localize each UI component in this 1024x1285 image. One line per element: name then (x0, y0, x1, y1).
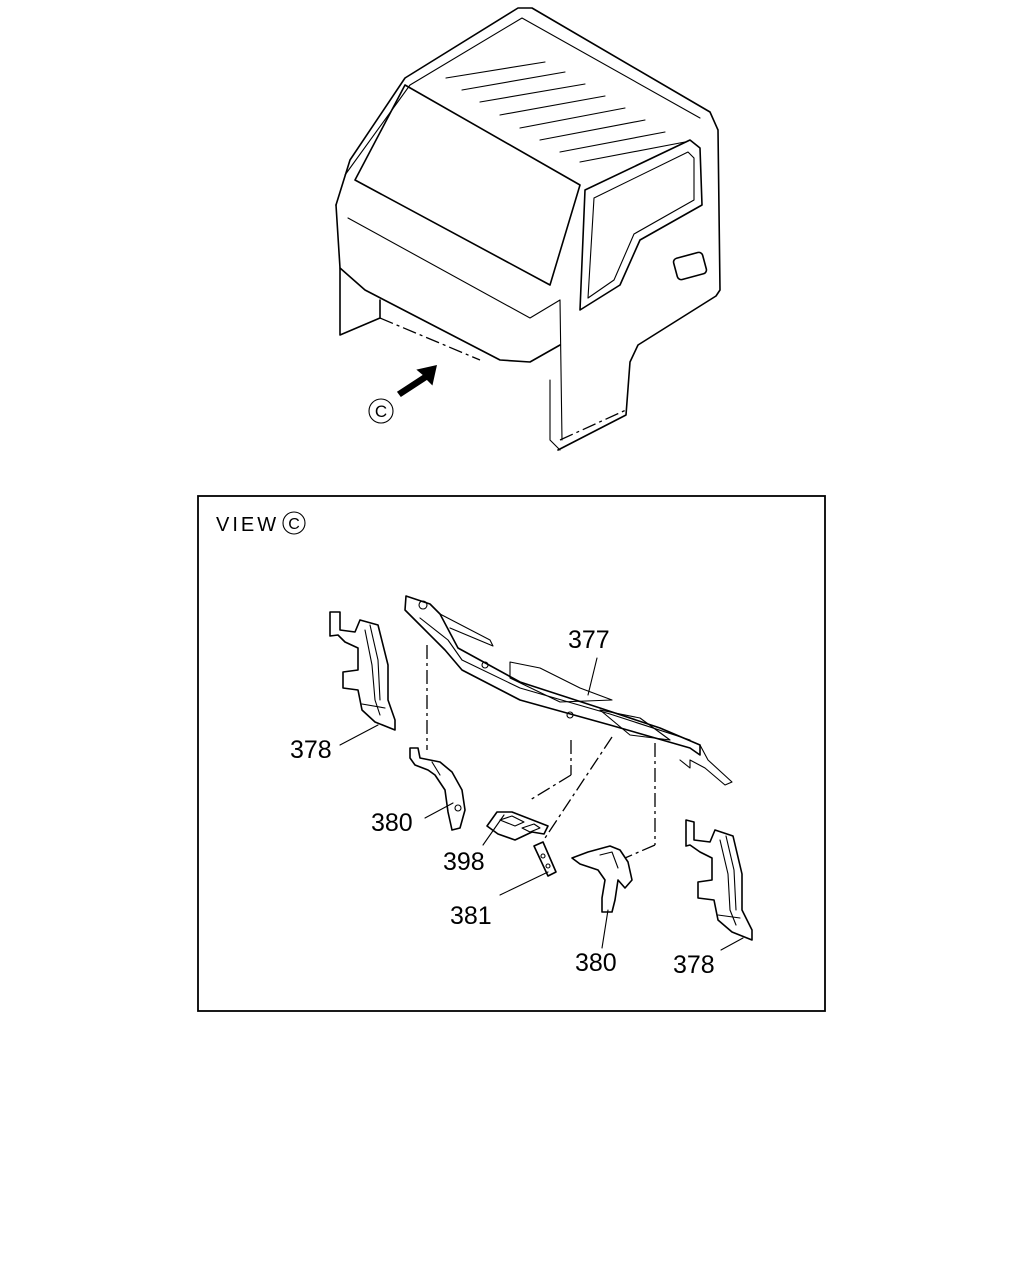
callout-378-left: 378 (290, 736, 332, 764)
part-378-left-bracket (329, 611, 396, 731)
truck-cab-drawing: C (335, 7, 721, 451)
part-377-cross-member (404, 595, 733, 786)
view-marker-circle-icon (368, 398, 394, 424)
part-381-reinforcement (533, 841, 557, 877)
callout-380-left: 380 (371, 809, 413, 837)
detail-view-title: VIEW (216, 514, 279, 536)
detail-view-marker-letter: C (288, 516, 300, 533)
callout-398: 398 (443, 848, 485, 876)
detail-view-marker-circle-icon (282, 511, 306, 535)
callout-378-right: 378 (673, 951, 715, 979)
view-marker-letter: C (375, 402, 387, 421)
callout-381: 381 (450, 902, 492, 930)
part-378-right-bracket (685, 819, 753, 941)
detail-view-frame (197, 495, 826, 1012)
part-380-left-bracket (409, 747, 466, 831)
part-398-plate (486, 811, 549, 841)
view-direction-arrow-icon (396, 365, 437, 398)
leader-lines (339, 657, 744, 951)
callout-377: 377 (568, 626, 610, 654)
part-380-right-bracket (571, 845, 633, 913)
assembly-lines (426, 645, 656, 859)
callout-380-right: 380 (575, 949, 617, 977)
